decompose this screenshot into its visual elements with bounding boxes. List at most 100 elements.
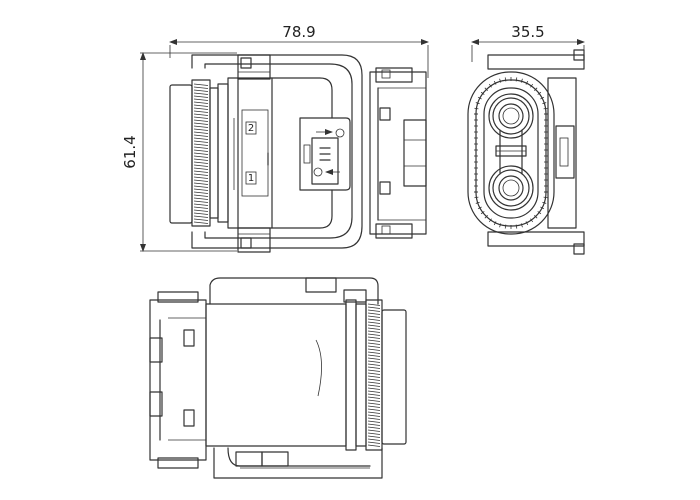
rib-line [193, 170, 209, 173]
rib-line [367, 420, 381, 423]
rib-line [367, 312, 381, 315]
rib-line [193, 140, 209, 143]
rib-line [367, 405, 381, 408]
rib-line [367, 324, 381, 327]
rib-line [193, 131, 209, 134]
rib-line [520, 78, 523, 83]
rib-line [193, 128, 209, 131]
dimension-depth-label: 35.5 [511, 23, 544, 41]
rib-line [540, 96, 545, 100]
rib-line [367, 327, 381, 330]
rib-line [367, 339, 381, 342]
rib-line [193, 113, 209, 116]
rib-line [540, 206, 545, 210]
rib-line [477, 206, 482, 210]
rib-line [499, 223, 502, 228]
rib-line [367, 366, 381, 369]
rib-line [367, 378, 381, 381]
rib-line [367, 393, 381, 396]
rib-line [484, 87, 488, 91]
rib-line [367, 360, 381, 363]
rib-line [480, 211, 485, 215]
rib-line [193, 107, 209, 110]
rib-line [367, 441, 381, 444]
rib-line [193, 119, 209, 122]
rib-line [367, 309, 381, 312]
rib-line [193, 125, 209, 128]
rib-line [367, 411, 381, 414]
rib-line [367, 354, 381, 357]
rib-line [367, 369, 381, 372]
rib-line [193, 188, 209, 191]
rib-line [193, 143, 209, 146]
rib-line [193, 179, 209, 182]
rib-line [193, 116, 209, 119]
rib-line [475, 102, 480, 105]
rib-line [193, 110, 209, 113]
rib-line [193, 155, 209, 158]
rib-line [367, 342, 381, 345]
rib-line [193, 83, 209, 86]
pin-label-1: 1 [248, 173, 254, 184]
rib-line [367, 330, 381, 333]
rib-line [193, 206, 209, 209]
rib-line [193, 137, 209, 140]
rib-line [367, 438, 381, 441]
rib-line [504, 77, 507, 82]
rib-line [367, 333, 381, 336]
rib-line [504, 224, 507, 229]
rib-line [193, 212, 209, 215]
rib-line [367, 357, 381, 360]
rib-line [367, 315, 381, 318]
rib-line [193, 185, 209, 188]
rib-line [367, 384, 381, 387]
rib-line [193, 194, 209, 197]
rib-line [367, 303, 381, 306]
rib-line [193, 215, 209, 218]
rib-line [367, 435, 381, 438]
rib-line [193, 122, 209, 125]
rib-line [367, 318, 381, 321]
rib-line [534, 215, 538, 219]
rib-line [367, 429, 381, 432]
rib-line [367, 390, 381, 393]
rib-line [367, 417, 381, 420]
dimension-depth: 35.5 [471, 23, 585, 62]
rib-line [543, 107, 548, 110]
rib-line [543, 196, 548, 199]
dimension-height: 61.4 [121, 52, 237, 252]
rib-line [488, 83, 492, 88]
rib-line [193, 146, 209, 149]
rib-line [515, 77, 518, 82]
rib-line [367, 423, 381, 426]
rib-line [534, 87, 538, 91]
rib-line [193, 209, 209, 212]
rib-line [193, 164, 209, 167]
rib-line [499, 78, 502, 83]
rib-line [520, 223, 523, 228]
rib-line [193, 203, 209, 206]
rib-line [477, 96, 482, 100]
rib-line [193, 95, 209, 98]
rib-line [367, 372, 381, 375]
rib-line [193, 134, 209, 137]
rib-line [193, 173, 209, 176]
gasket-ribs [193, 83, 209, 224]
rib-line [480, 91, 485, 95]
rib-line [367, 408, 381, 411]
rib-line [474, 107, 479, 110]
rib-line [193, 167, 209, 170]
dimension-width-label: 78.9 [282, 23, 315, 41]
rib-line [193, 104, 209, 107]
rib-line [367, 321, 381, 324]
rib-line [193, 89, 209, 92]
rib-line [193, 152, 209, 155]
rib-line [493, 80, 497, 85]
rib-line [367, 306, 381, 309]
bottom-view [149, 277, 407, 479]
rib-line [193, 86, 209, 89]
rib-line [515, 224, 518, 229]
rib-line [193, 98, 209, 101]
rib-line [367, 396, 381, 399]
